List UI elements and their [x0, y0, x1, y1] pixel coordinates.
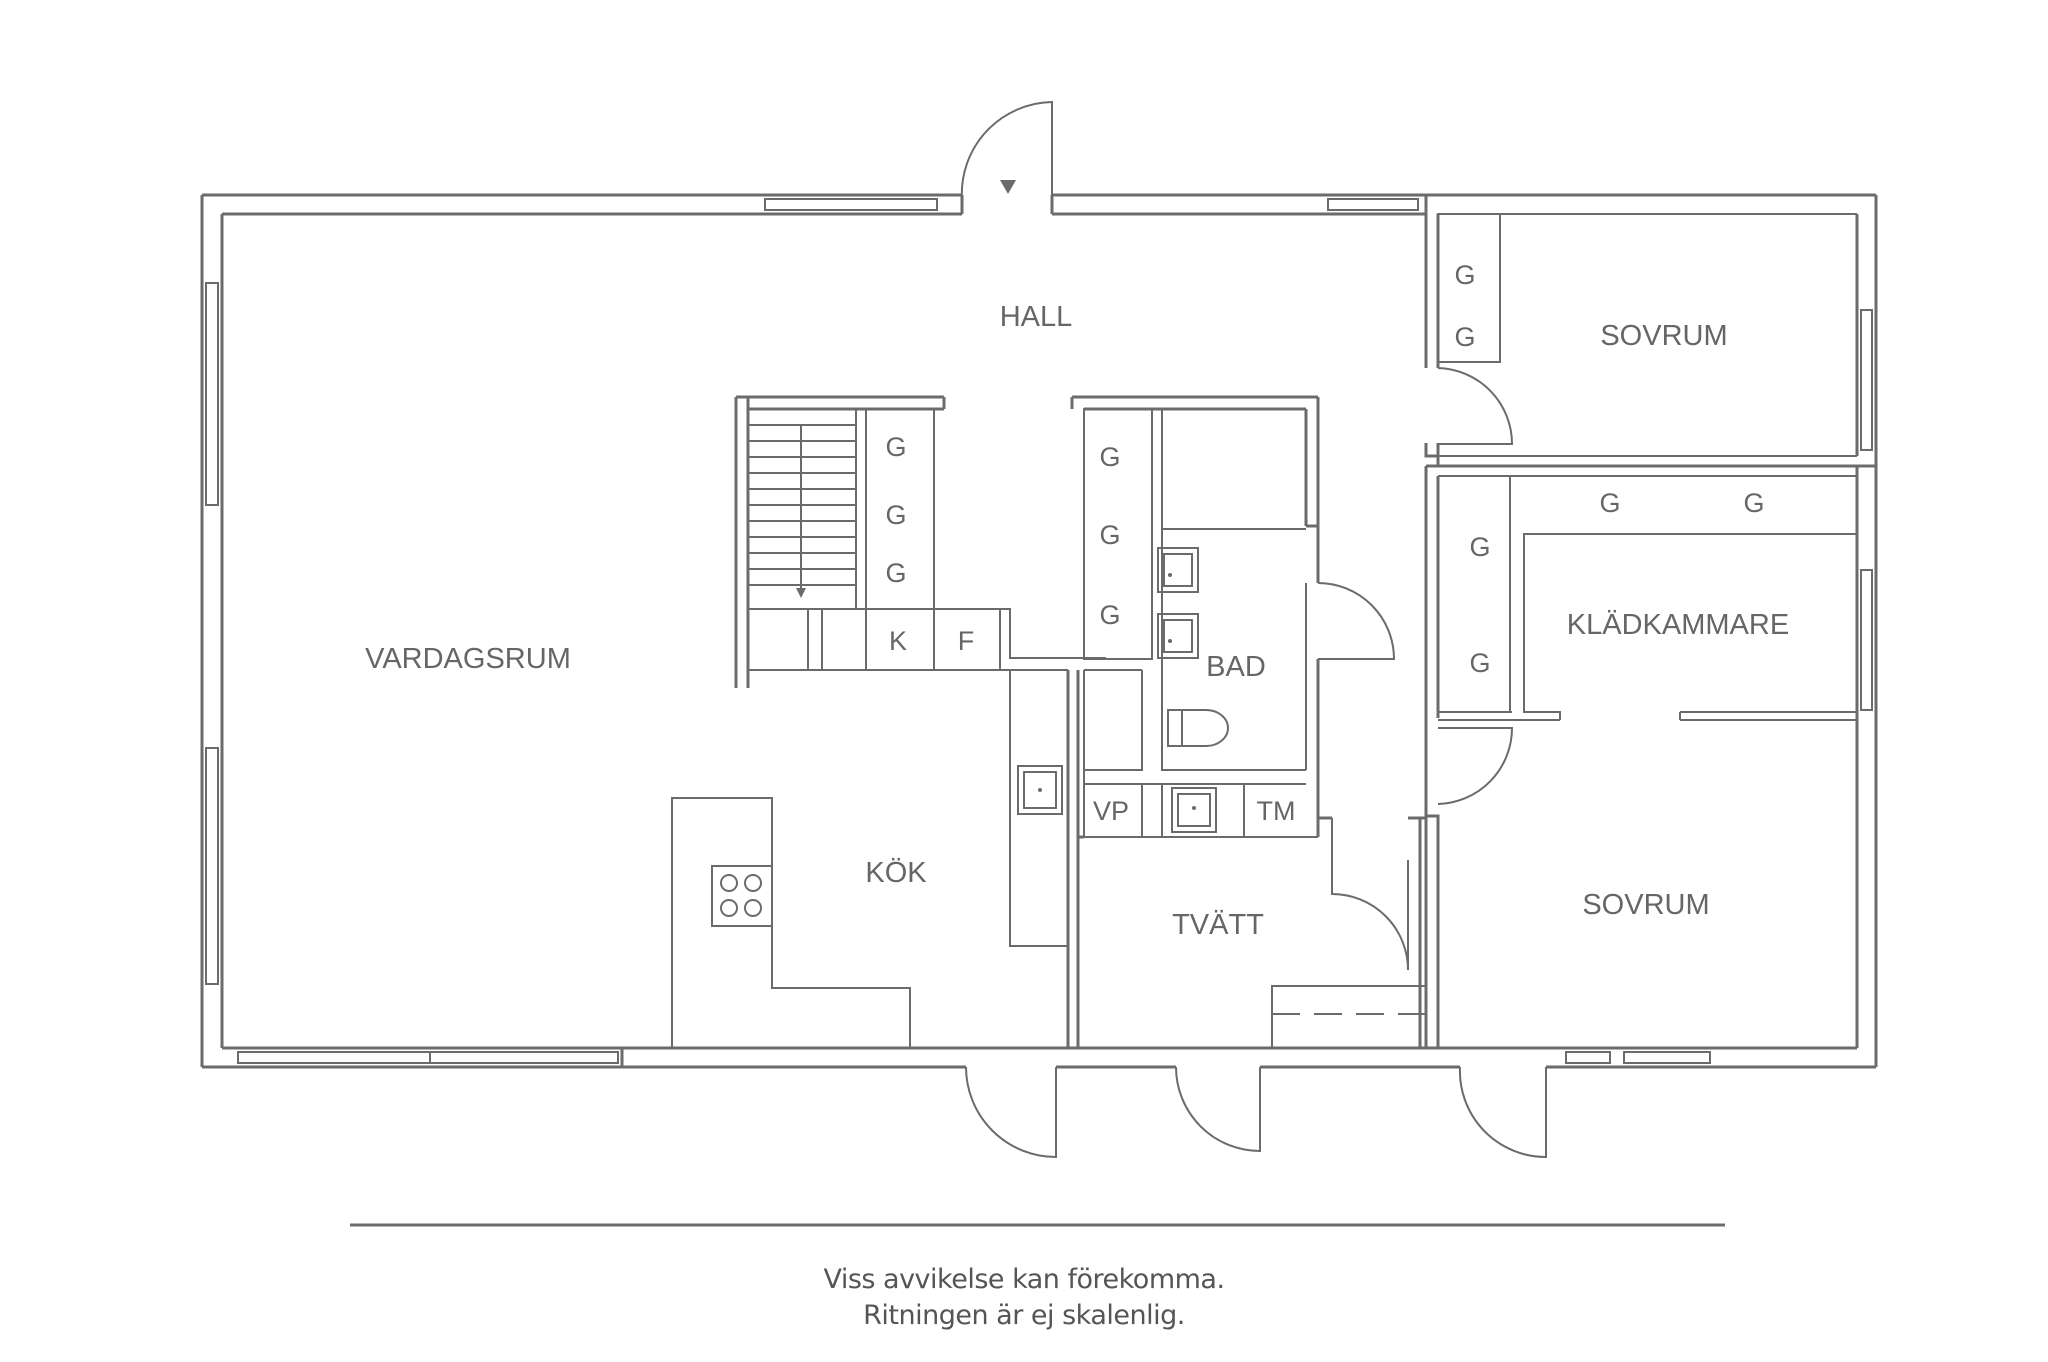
label-g: G [1469, 532, 1490, 562]
disclaimer-line-1: Viss avvikelse kan förekomma. [823, 1264, 1225, 1295]
label-vp: VP [1093, 796, 1129, 826]
label-g: G [1099, 442, 1120, 472]
label-tvatt: TVÄTT [1172, 909, 1264, 941]
label-g: G [1454, 260, 1475, 290]
windows [205, 198, 1873, 1064]
label-g: G [1099, 520, 1120, 550]
laundry [1078, 816, 1426, 1048]
label-vardagsrum: VARDAGSRUM [365, 643, 571, 675]
fixture-labels: G G G G G G G G G G G G K F VP TM [885, 260, 1764, 826]
bedrooms [1420, 195, 1876, 1048]
label-g: G [1454, 322, 1475, 352]
label-kladkammare: KLÄDKAMMARE [1567, 609, 1789, 641]
outer-walls [200, 100, 1878, 1069]
label-g: G [885, 500, 906, 530]
label-hall: HALL [1000, 301, 1073, 333]
label-kok: KÖK [865, 857, 927, 889]
exterior-doors [965, 1066, 1547, 1159]
stairs [734, 395, 1106, 688]
label-g: G [1743, 488, 1764, 518]
disclaimer-line-2: Ritningen är ej skalenlig. [863, 1300, 1185, 1331]
label-g: G [1599, 488, 1620, 518]
label-k: K [889, 626, 907, 656]
label-g: G [885, 432, 906, 462]
label-sovrum-top: SOVRUM [1600, 320, 1727, 352]
kitchen-fixtures [671, 670, 1080, 1048]
label-bad: BAD [1206, 651, 1266, 683]
label-g: G [885, 558, 906, 588]
label-f: F [958, 626, 975, 656]
bathroom-block [1070, 395, 1396, 838]
room-labels: HALL VARDAGSRUM KÖK BAD TVÄTT SOVRUM SOV… [365, 301, 1789, 941]
label-sovrum-bottom: SOVRUM [1582, 889, 1709, 921]
label-g: G [1099, 600, 1120, 630]
label-tm: TM [1257, 796, 1296, 826]
label-g: G [1469, 648, 1490, 678]
